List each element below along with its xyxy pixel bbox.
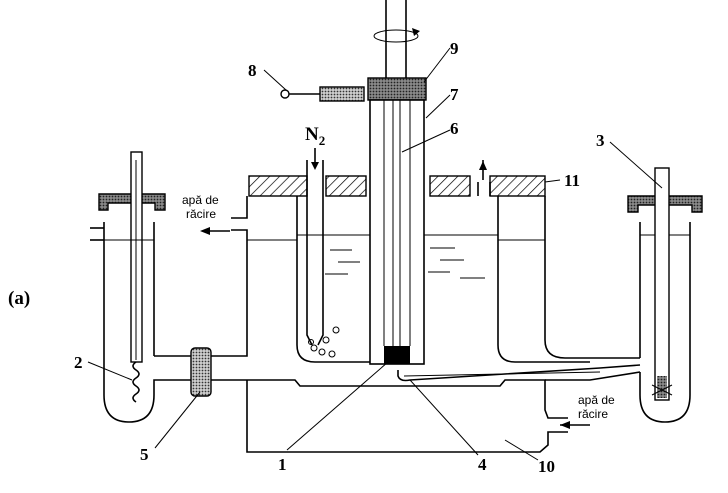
panel-label: (a) bbox=[8, 288, 30, 309]
brush-contact bbox=[280, 86, 365, 102]
label-4: 4 bbox=[478, 455, 487, 474]
label-9: 9 bbox=[450, 39, 459, 58]
label-6: 6 bbox=[450, 119, 459, 138]
label-10: 10 bbox=[538, 457, 555, 476]
label-11: 11 bbox=[564, 171, 580, 190]
leader-lines bbox=[87, 47, 663, 461]
cooling-in-label-line2: răcire bbox=[578, 407, 608, 421]
left-electrode-tube bbox=[90, 151, 191, 423]
label-8: 8 bbox=[248, 61, 257, 80]
label-1: 1 bbox=[278, 455, 287, 474]
luggin-capillary bbox=[397, 364, 641, 382]
cooling-out-label-line1: apă de bbox=[182, 193, 219, 207]
luggin-inner bbox=[403, 371, 601, 377]
label-2: 2 bbox=[74, 353, 83, 372]
cooling-in-arrow bbox=[560, 421, 590, 429]
cooling-in-label-line1: apă de bbox=[578, 393, 615, 407]
cooling-out-label-line2: răcire bbox=[186, 207, 216, 221]
gas-inlet-tube bbox=[306, 148, 340, 358]
cell-lid bbox=[248, 175, 546, 197]
gas-label: N2 bbox=[305, 124, 325, 148]
gas-outlet bbox=[477, 160, 491, 196]
label-7: 7 bbox=[450, 85, 459, 104]
label-5: 5 bbox=[140, 445, 149, 464]
counter-electrode bbox=[627, 167, 703, 401]
label-3: 3 bbox=[596, 131, 605, 150]
cooling-out-arrow bbox=[200, 227, 230, 235]
main-cell-body bbox=[211, 196, 691, 453]
rotating-disk-electrode bbox=[367, 0, 427, 365]
glass-frit bbox=[190, 347, 212, 397]
